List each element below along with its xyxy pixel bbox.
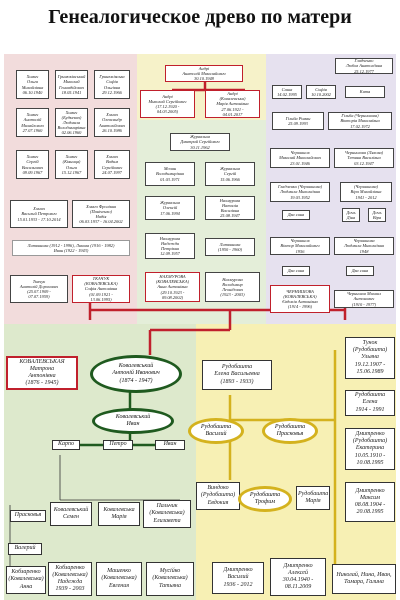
node-rud-mar: Рудобашта Марія <box>296 486 330 510</box>
node-lv-r8-1: ЧЕРНИШОВА (КОВАЛЕВСЬКА) Євдокія Антонівн… <box>270 285 330 313</box>
node-lv-r3-2: Чернишова (Ляхова) Тетяна Василівна 03.1… <box>334 148 394 168</box>
node-ivan: Иван <box>155 440 185 450</box>
node-lv-r1-2: Софія 10.10.2002 <box>306 85 336 99</box>
node-pink-r3-2: Хомич (Кіяниця) Ольга 15.12.1967 <box>55 150 88 179</box>
node-kov-sem: Ковалевський Семен <box>50 502 92 526</box>
node-vind-ev: Виндоко (Рудобашта) Евдокия <box>196 482 240 510</box>
node-kov-a: Ковалевський Антоній Иванович (1874 - 19… <box>90 355 182 393</box>
node-lv-r5-2: Дочь Діна <box>342 208 360 222</box>
node-pink-r1-3: Гринюківська Софія Ольгівна 29.12.1966 <box>94 70 130 99</box>
node-lv-r4-1: Гладченко (Чернишова) Людмила Миколаївна… <box>270 182 330 202</box>
node-lv-r5-3: Дочь Віра <box>368 208 386 222</box>
node-lg-r1: Журавльов Дмитрий Сергійович 30.11.1962 <box>170 133 230 151</box>
node-kobz-nad: Кобзаренко (Ковалевська) Надежда 1939 - … <box>48 562 92 596</box>
node-ankl2-2: Андрі (Ковалевська) Марія Антонівна 27.0… <box>205 90 260 118</box>
node-pink-r1-1: Хомич Ольга Михайлівна 06.10.1940 <box>16 70 49 99</box>
node-rud-p: Рудобашта Прасковья <box>262 418 318 444</box>
node-pink-r2-1: Хомич Анатолій Михайлович 27.07.1960 <box>16 108 49 137</box>
node-lg-r2-1: Мочан Володимирівна 01.03.1971 <box>145 162 195 186</box>
node-kov-m: КОВАЛЕВСЬКАЯ Матрона Антонівна (1876 - 1… <box>6 356 78 390</box>
node-dm-vas: Дмитренко Василий 1936 - 2012 <box>212 562 264 594</box>
node-petro: Петро <box>103 440 133 450</box>
node-lv-r8-2: Чернишов Михаил Антонович (1910 - 1977) <box>334 290 394 308</box>
node-rud-e: Рудобашта Елена Васильевна (1893 - 1933) <box>202 360 272 390</box>
node-valeri: Валерий <box>8 543 42 555</box>
node-mash-ev: Машенко (Ковалевська) Евгения <box>96 562 142 596</box>
node-ankl2-1: Андрі Миколай Сергійович (17.12.1920 - 0… <box>140 90 195 118</box>
node-rud-tr: Рудобашта Трофим <box>238 486 292 512</box>
node-lv-r7-2: Два сина <box>346 266 374 276</box>
node-koba: Кобзаренко (Ковалевська) Анна <box>6 566 46 594</box>
node-lg-r2-2: Журавльов Сергій 15.06.1966 <box>205 162 255 186</box>
node-lv-r1-3: Катя <box>345 86 385 98</box>
node-lv-r5-1: Два сина <box>282 210 310 220</box>
node-lv-r6-1: Чернишов Віктор Миколайович 1956 <box>270 237 330 255</box>
node-lg-r3-2: Нахмурова Наталія Василівна 25.08.1947 <box>205 196 255 220</box>
node-lv-r3-1: Чернишов Миколай Миколайович 23.01.1946 <box>270 148 330 168</box>
node-rud-ul: Тунок (Рудобашта) Ульяна 19.12.1907 - 15… <box>345 337 395 379</box>
node-pal-el: Пальчик (Ковалевська) Елизавета <box>143 500 191 528</box>
node-rud-ek: Дмитренко (Рудобашта) Екатерина 10.05.19… <box>345 428 395 470</box>
node-rud-dm: Дмитренко Максим 08.08.1904 - 20.08.1995 <box>345 482 395 522</box>
node-praskov: Прасковья <box>10 510 46 522</box>
node-lv-r7-1: Два сина <box>282 266 310 276</box>
node-pink-r2-2: Хомич (Будкевич) Людмила Володимирівна 0… <box>55 108 88 137</box>
node-lg-r5-2: Нахмурова Володимир Леонідович (1923 - 2… <box>205 272 260 302</box>
node-rud-v: Рудобашта Василий <box>188 418 244 444</box>
node-pink-r6-1: Ткачук Анатолій Дорохович (25.07.1909 - … <box>10 275 68 303</box>
node-lv-r6-2: Чернишова Людмила Миколаївна 1948 <box>334 237 394 255</box>
node-karp: Карпо <box>52 440 80 450</box>
node-dm-al: Дмитренко Алексей 30.04.1940 - 08.11.200… <box>270 558 326 596</box>
node-pink-r3-3: Хомич Вадим Сергійович 24.07.1997 <box>94 150 130 179</box>
node-lv-r4-2: (Чернишова) Віра Михайлівна 1941 - 2012 <box>340 182 392 202</box>
node-rud-el: Рудобашта Елена 1914 - 1991 <box>345 390 395 416</box>
node-kov-i: Ковалевський Иван <box>92 408 174 434</box>
node-kov-mar: Ковалевська Марія <box>98 502 140 526</box>
node-lg-r4-1: Нахмурова Надежда Петрівна 12.09.1957 <box>145 233 195 259</box>
node-musi-t: Мусійко (Ковалевська) Татьяна <box>146 562 194 596</box>
node-pink-r4-2: Хомич Фролівна (Паніченко) Надія 06.03.1… <box>72 200 130 228</box>
node-lg-r5-1: НАХМУРОВА (КОВАЛЕВСЬКА) Анна Антонівна (… <box>145 272 200 302</box>
node-pink-r6-2: ТКАЧУК (КОВАЛЕВСЬКА) Софія Антонівна (01… <box>72 275 130 303</box>
page-title: Генеалогическое древо по матери <box>48 6 352 28</box>
node-nik: Николай, Нина, Иван, Тамара, Галина <box>332 564 396 594</box>
node-lg-r3-1: Журавльов Олексій 17.06.1994 <box>145 196 195 220</box>
node-lv-r0-1: Гладченко Любов Анатоліївна 25.12.1977 <box>335 58 393 74</box>
node-pink-r4-1: Хомич Василий Петрович 15.01.1933 - 17.1… <box>10 200 68 228</box>
node-lg-r4-2: Литвинова (1950 - 1960) <box>205 238 255 256</box>
node-ankl: Андрі Анатолій Миколайович 30.10.1948 <box>165 65 243 82</box>
node-lv-r2-1: Гільба Роман 25.09.1993 <box>272 112 324 130</box>
node-pink-r2-3: Хомич Олександр Анатолійович 26.10.1986 <box>94 108 130 137</box>
node-pink-r3-1: Хомич Сергій Васильович 09.09.1967 <box>16 150 49 179</box>
node-lv-r2-2: Гільба (Чернишова) Вікторія Миколаївна 1… <box>328 112 392 130</box>
node-pink-r1-2: Гринюківський Миколай Геннадійович 18.05… <box>55 70 88 99</box>
node-lv-r1-1: Саша 14.02.1995 <box>272 85 302 99</box>
node-pink-r5: Литвинова (1912 - 1996), Ликова (1916 - … <box>12 240 130 256</box>
